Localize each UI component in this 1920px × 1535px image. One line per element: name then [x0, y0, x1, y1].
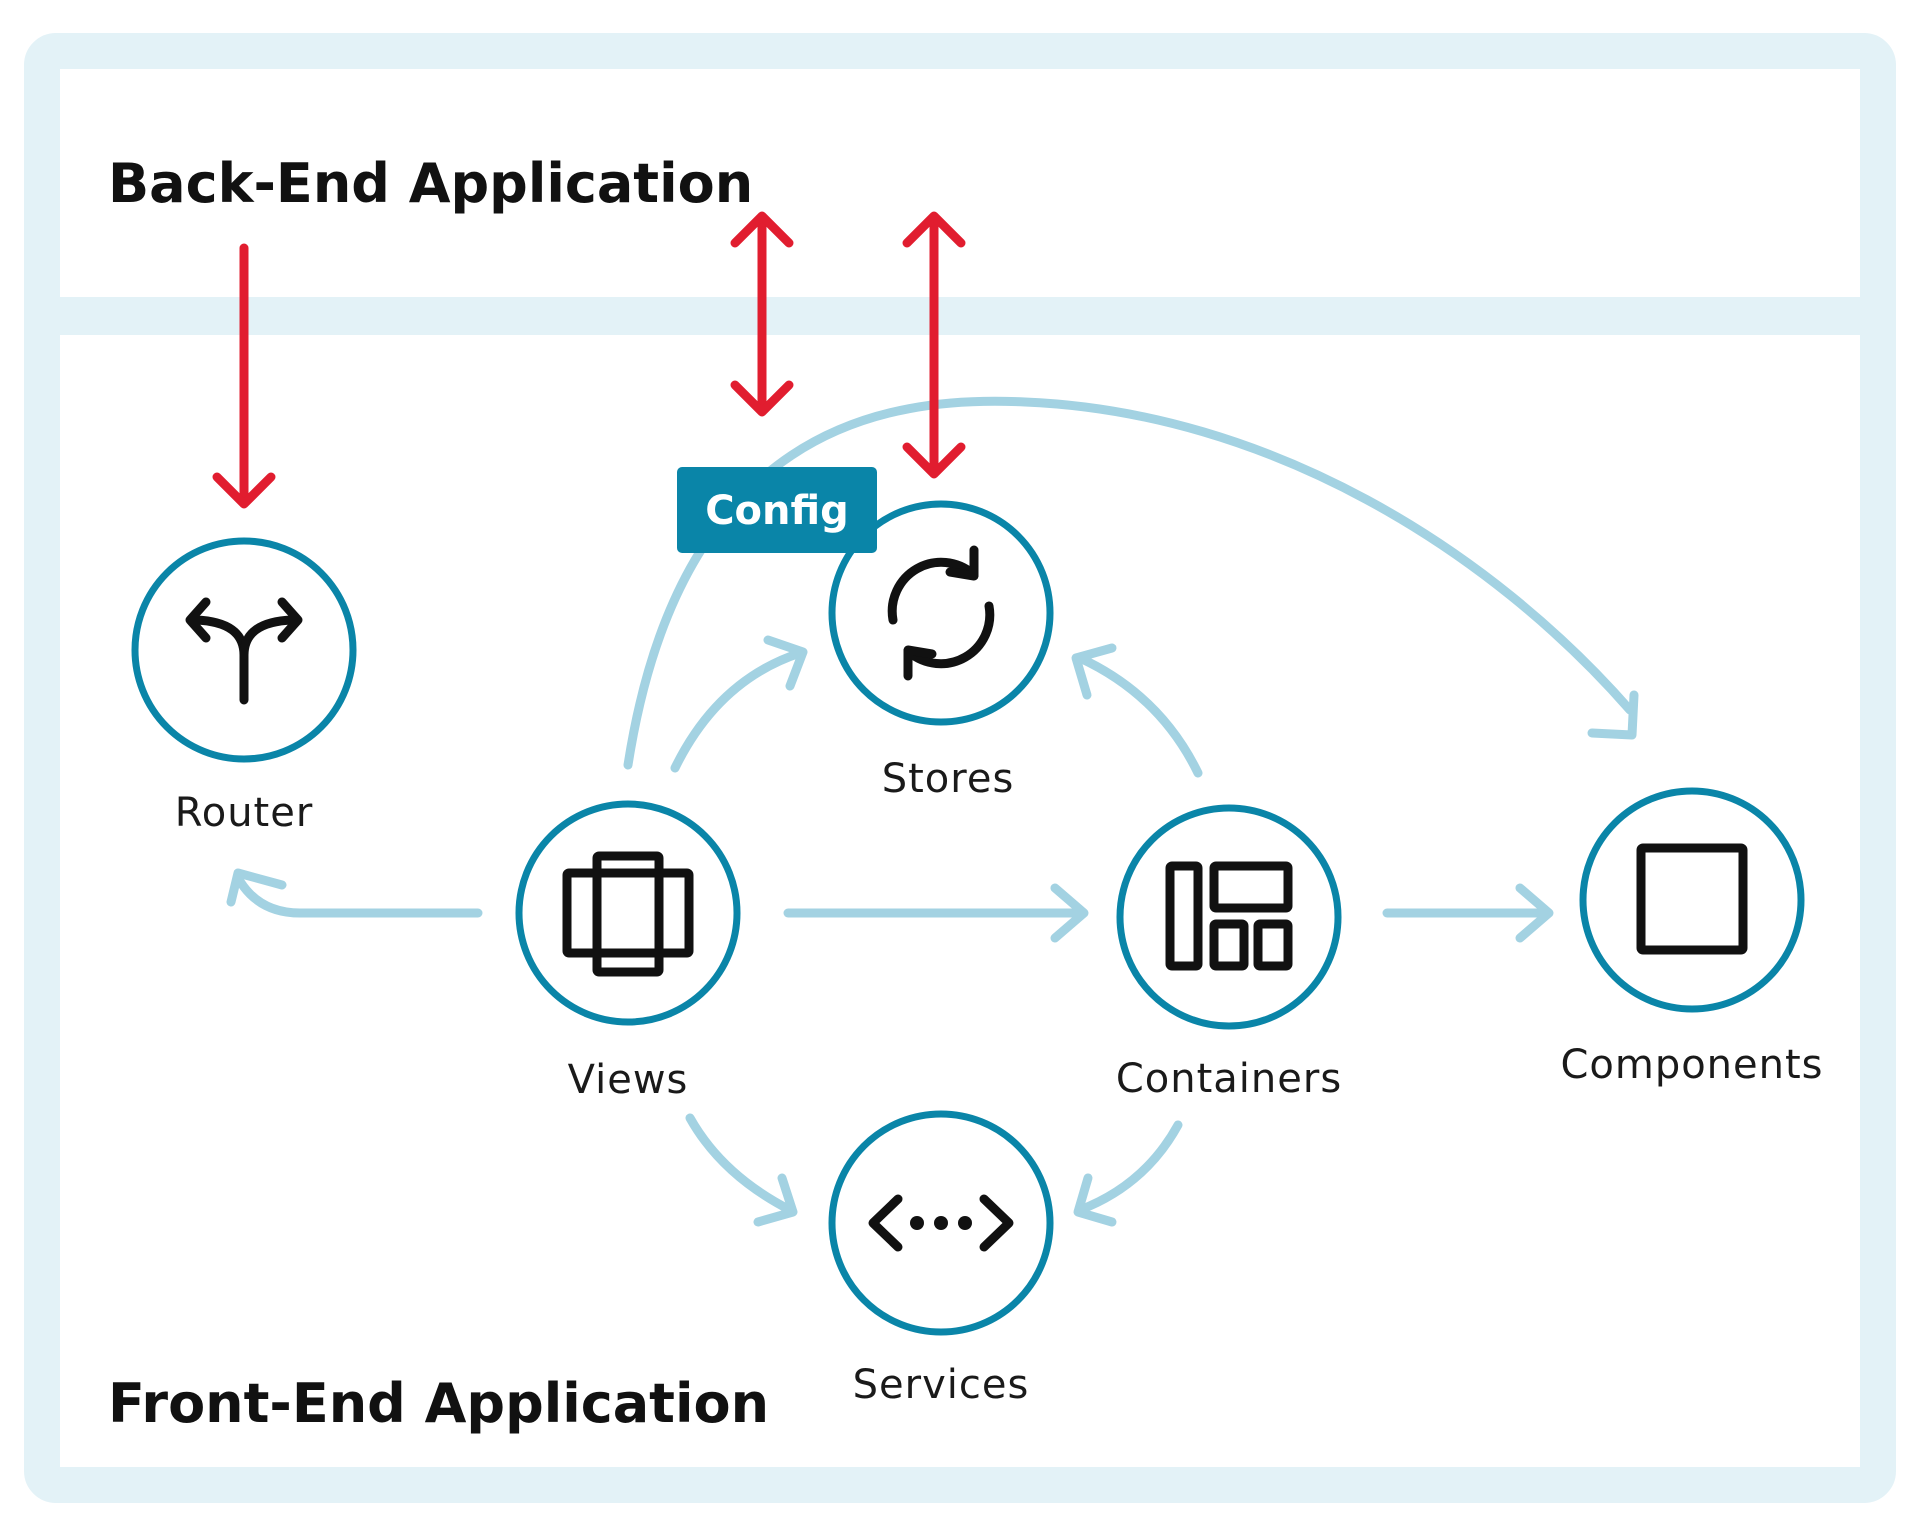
- frame-border: [24, 33, 1896, 1503]
- arrow-containers-to-components: [1382, 883, 1554, 943]
- containers-label: Containers: [1116, 1056, 1342, 1102]
- dot: [934, 1216, 948, 1230]
- arrow-views-to-router: [226, 868, 483, 918]
- arrow-backend-to-router: [212, 243, 276, 509]
- node-services[interactable]: Services: [828, 1110, 1054, 1408]
- api-arrows: [212, 211, 966, 509]
- arrow-views-to-services: [685, 1113, 798, 1227]
- components-label: Components: [1560, 1042, 1823, 1088]
- back-end-title: Back-End Application: [108, 152, 753, 215]
- arrow-backend-stores-bidirectional: [902, 211, 966, 479]
- dot: [910, 1216, 924, 1230]
- stores-label: Stores: [882, 756, 1015, 802]
- carousel-icon: [562, 851, 694, 977]
- square-icon: [1636, 843, 1748, 955]
- services-label: Services: [853, 1362, 1030, 1408]
- arrow-containers-to-services: [1073, 1120, 1183, 1227]
- router-label: Router: [175, 790, 314, 836]
- node-stores[interactable]: Stores: [828, 500, 1054, 802]
- dot: [958, 1216, 972, 1230]
- front-end-title: Front-End Application: [108, 1372, 769, 1435]
- containers-circle: [1116, 804, 1342, 1030]
- components-circle: [1579, 787, 1805, 1013]
- arrow-views-to-stores: [670, 635, 808, 773]
- refresh-icon: [887, 545, 995, 681]
- node-components[interactable]: Components: [1560, 787, 1823, 1088]
- code-dots-icon: [868, 1194, 1014, 1252]
- arrow-views-to-components: [623, 396, 1639, 770]
- node-router[interactable]: Router: [131, 537, 357, 836]
- arrow-backend-config-bidirectional: [730, 211, 794, 417]
- config-badge-label: Config: [705, 488, 849, 534]
- layout-grid-icon: [1165, 861, 1293, 971]
- frame: [24, 33, 1896, 1503]
- section-divider: [60, 297, 1860, 335]
- views-circle: [515, 800, 741, 1026]
- config-badge-background: [677, 467, 877, 553]
- arrow-views-to-containers: [783, 883, 1089, 943]
- node-containers[interactable]: Containers: [1116, 804, 1342, 1102]
- fork-arrows-icon: [185, 597, 303, 705]
- node-views[interactable]: Views: [515, 800, 741, 1103]
- views-label: Views: [568, 1057, 689, 1103]
- config-badge[interactable]: Config: [677, 467, 877, 553]
- stores-circle: [828, 500, 1054, 726]
- arrow-containers-to-stores: [1071, 643, 1203, 778]
